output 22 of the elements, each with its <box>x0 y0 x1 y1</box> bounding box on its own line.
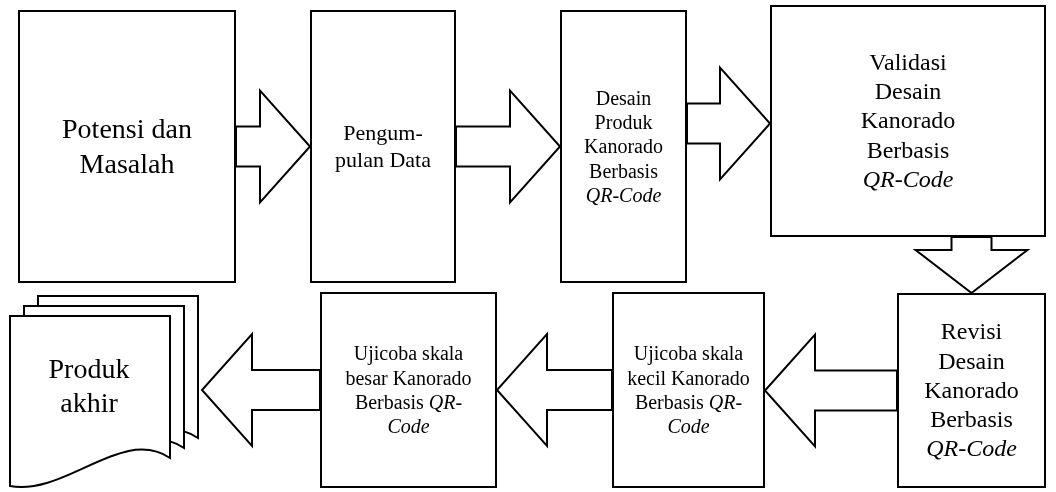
process-box <box>320 292 497 488</box>
process-box <box>310 10 456 283</box>
node-label: Revisi Desain Kanorado Berbasis QR-Code <box>923 317 1020 464</box>
node-label: Potensi dan Masalah <box>61 112 193 181</box>
node-label: Ujicoba skala kecil Kanorado Berbasis QR-Code <box>626 341 751 439</box>
process-box <box>897 293 1046 488</box>
process-box <box>612 292 765 488</box>
block-arrow <box>763 331 898 450</box>
process-box <box>560 10 687 283</box>
block-arrow <box>686 64 772 183</box>
block-arrow <box>200 331 321 449</box>
node-label: Desain Produk Kanorado Berbasis QR-Code <box>583 85 664 208</box>
process-box <box>770 5 1046 237</box>
process-box <box>18 10 236 283</box>
block-arrow <box>495 331 613 449</box>
block-arrow <box>912 236 1031 295</box>
block-arrow <box>235 87 312 206</box>
node-label: Ujicoba skala besar Kanorado Berbasis QR-Code <box>344 341 473 439</box>
node-label: Produk akhir <box>47 352 131 421</box>
block-arrow <box>455 87 562 206</box>
node-label: Pengum-pulan Data <box>334 119 432 174</box>
node-label: Validasi Desain Kanorado Berbasis QR-Code <box>859 47 957 194</box>
